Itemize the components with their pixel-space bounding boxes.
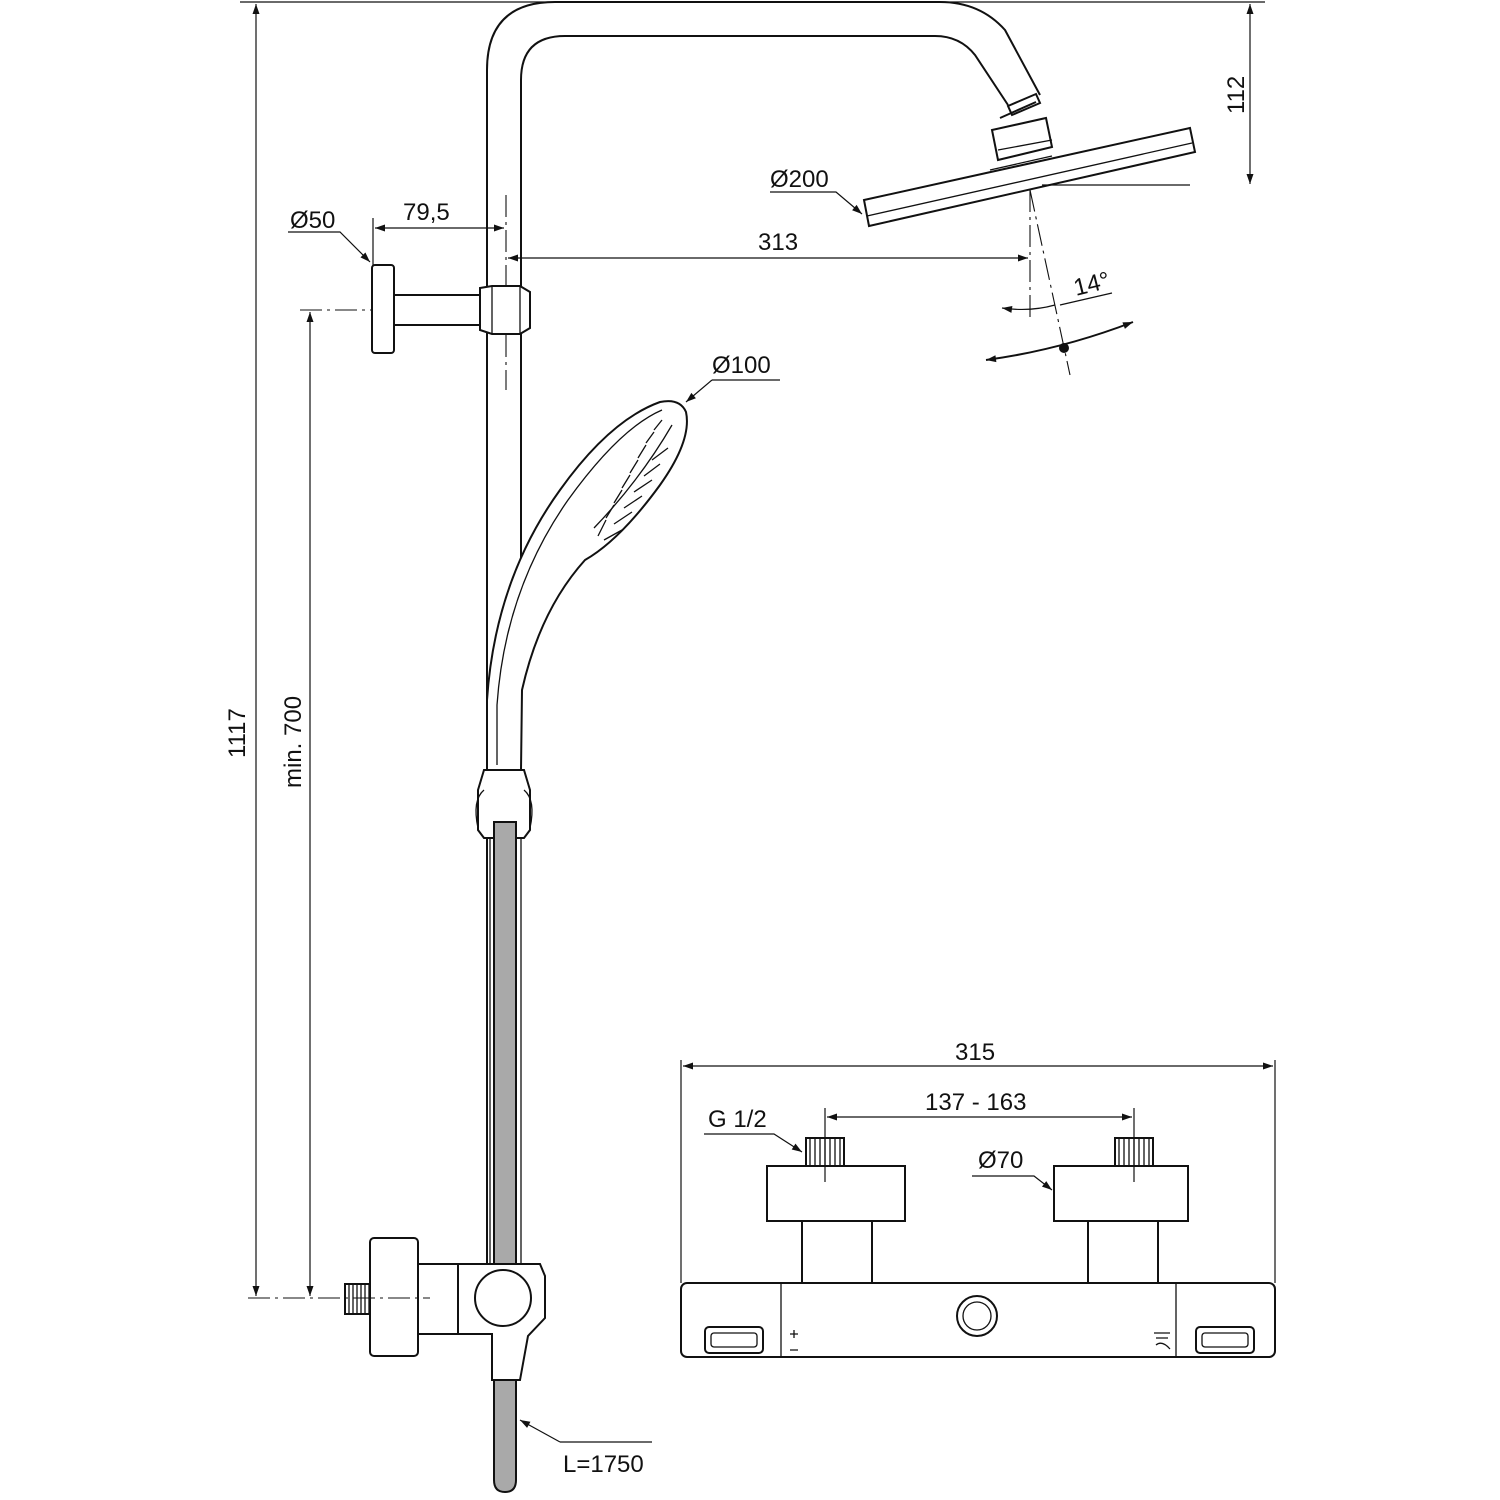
label-dia-overhead: Ø200 [770, 166, 829, 193]
overhead-shower [862, 126, 1197, 376]
mixer-side-view [248, 1237, 546, 1381]
wall-bracket-top [300, 264, 531, 354]
label-min-height: min. 700 [280, 696, 307, 788]
label-inlet-spacing: 137 - 163 [925, 1089, 1026, 1116]
label-head-height: 112 [1223, 76, 1250, 114]
shower-hose [489, 821, 522, 1494]
swivel-joint [990, 92, 1054, 162]
label-thread: G 1/2 [708, 1106, 767, 1133]
label-mixer-width: 315 [955, 1039, 995, 1066]
mixer-front-view [680, 1137, 1276, 1358]
dimension-lines [240, 1, 1276, 1296]
label-offset-arm: 79,5 [403, 199, 450, 226]
label-tilt-angle: 14° [1071, 267, 1113, 302]
label-dia-wall-flange: Ø50 [290, 207, 335, 234]
hand-shower [486, 400, 688, 771]
label-dia-hand-shower: Ø100 [712, 352, 771, 379]
label-hose-length: L=1750 [563, 1451, 644, 1478]
label-dia-inlet-cover: Ø70 [978, 1147, 1023, 1174]
label-total-height: 1117 [224, 708, 251, 758]
label-head-reach: 313 [758, 229, 798, 256]
leader-hose-arrow [519, 1419, 561, 1443]
